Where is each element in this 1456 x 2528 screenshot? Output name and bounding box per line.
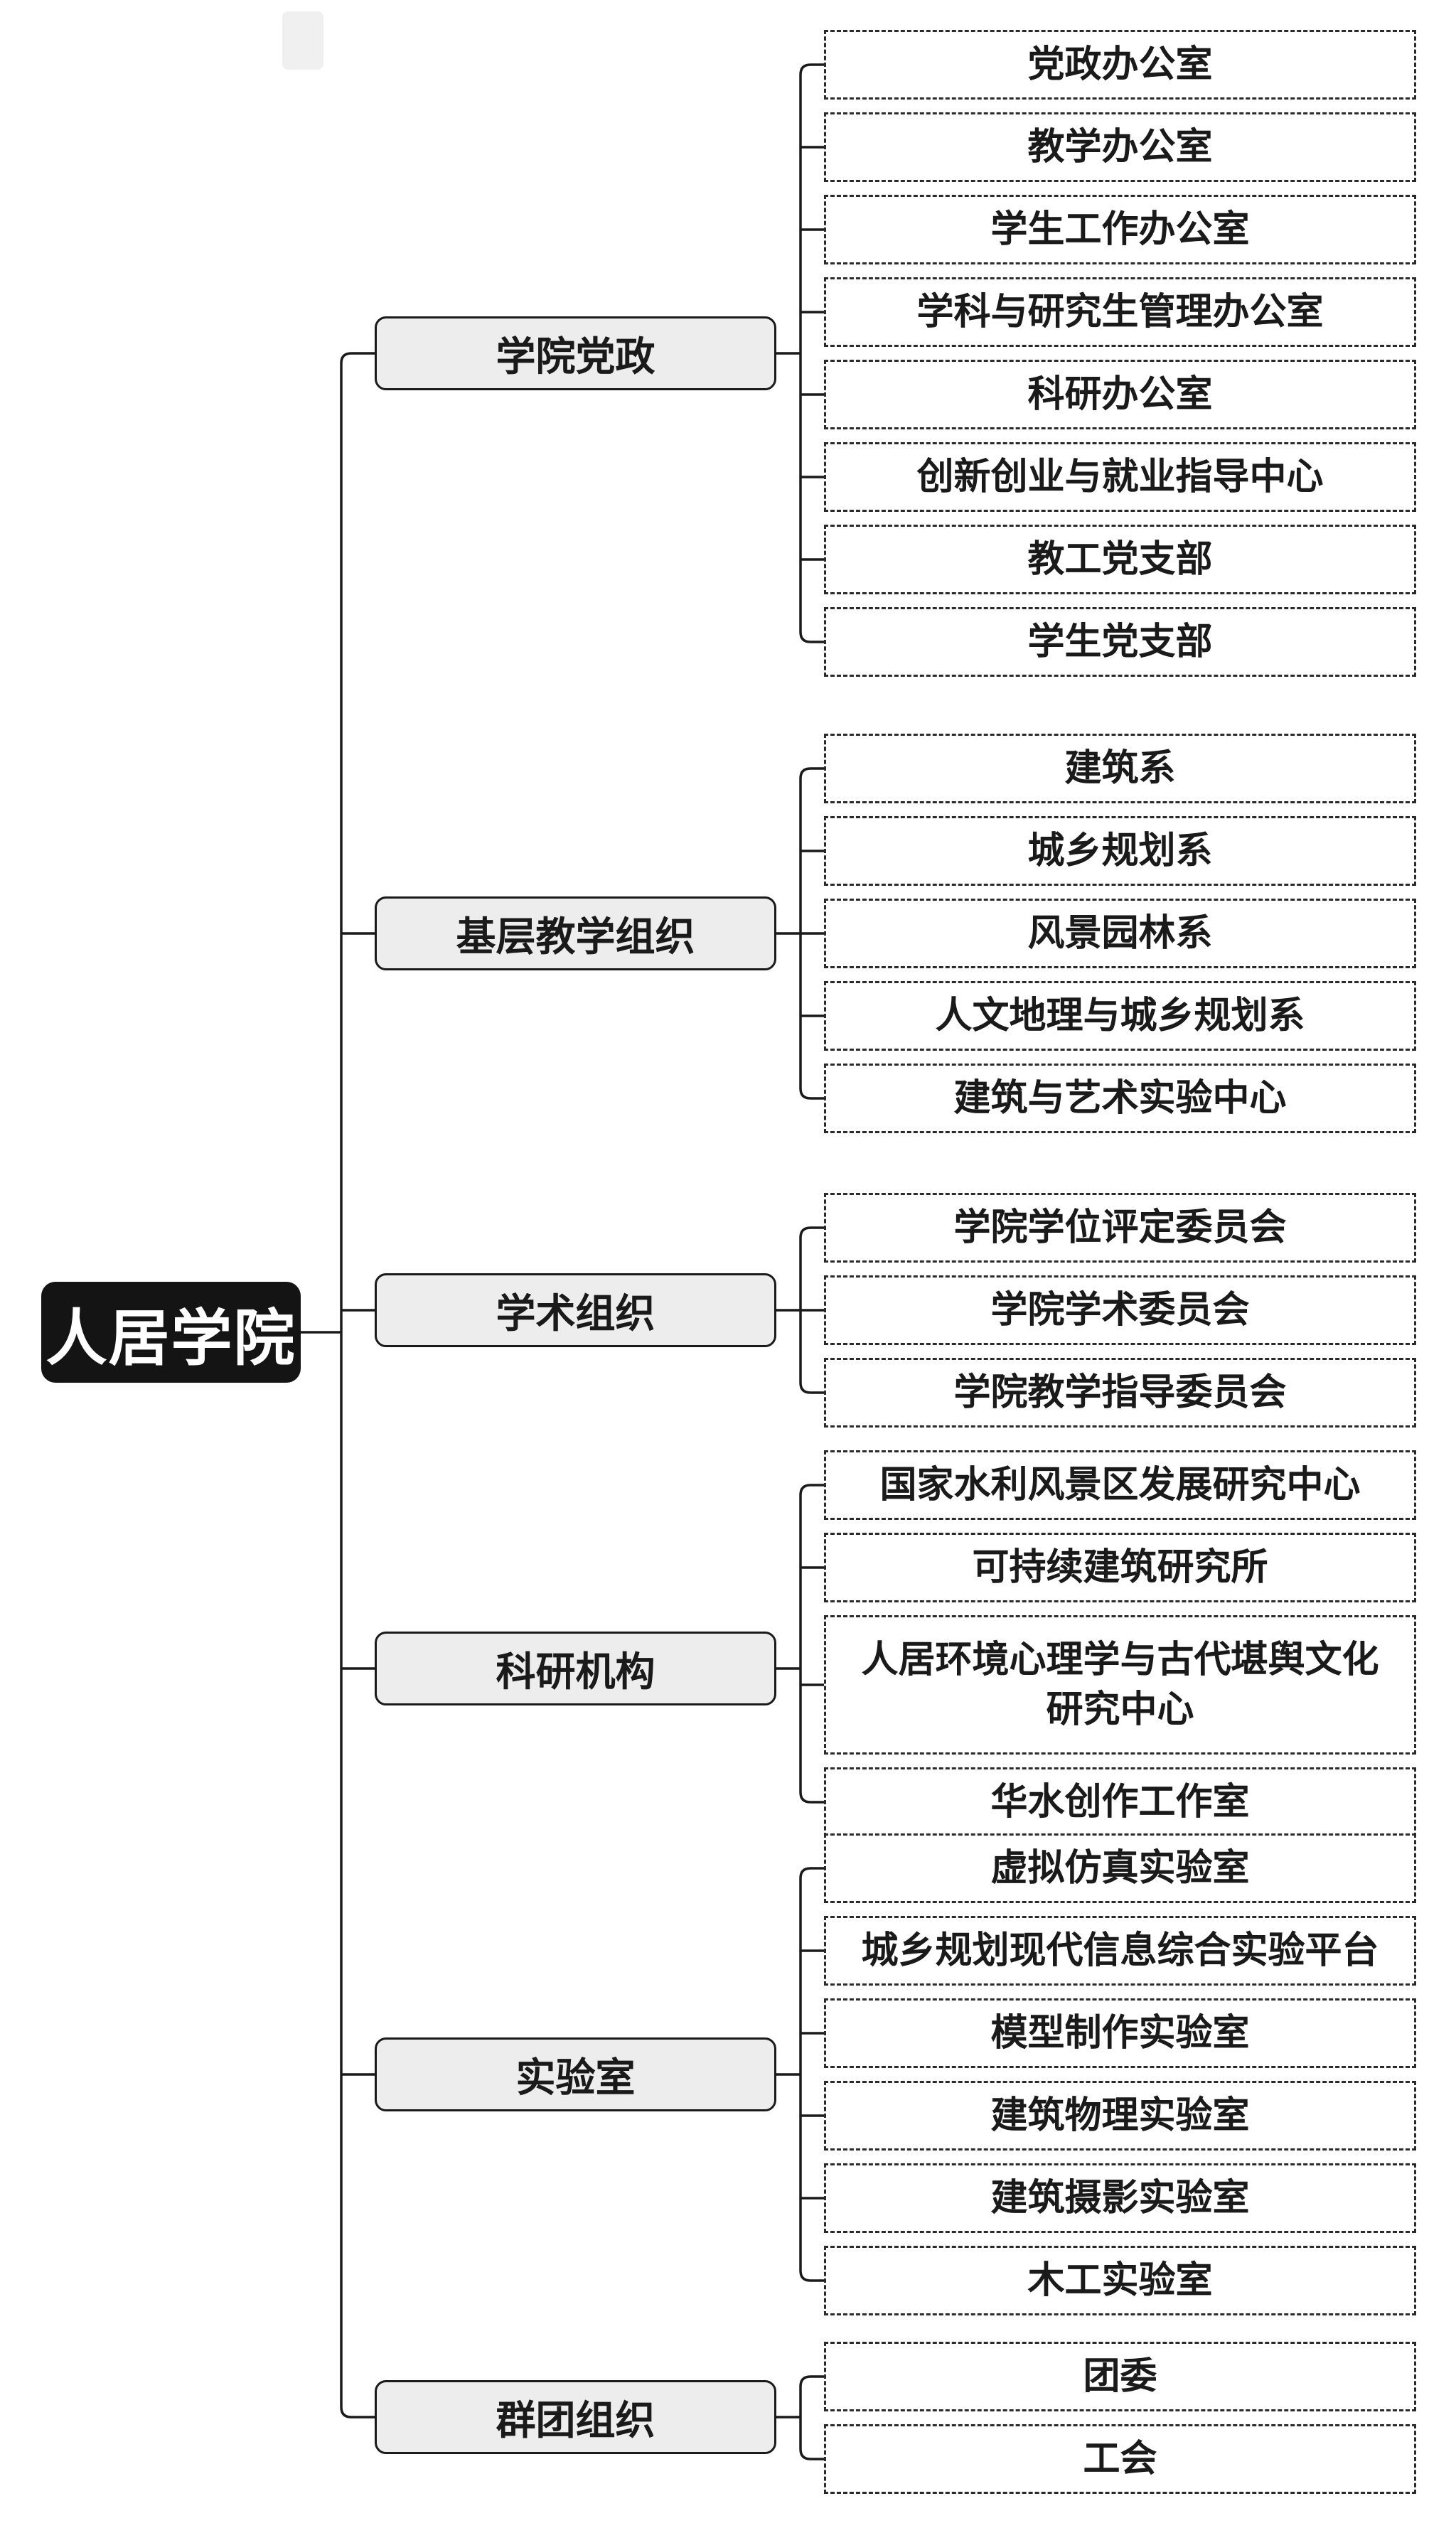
leaf-node-g5-1: 工会	[824, 2424, 1416, 2494]
group-connector	[776, 63, 824, 643]
leaf-node-g5-0: 团委	[824, 2342, 1416, 2411]
leaf-node-g4-2: 模型制作实验室	[824, 1998, 1416, 2068]
leaf-node-g3-3: 华水创作工作室	[824, 1767, 1416, 1837]
spine-connector	[301, 352, 375, 2419]
leaf-node-g1-4: 建筑与艺术实验中心	[824, 1064, 1416, 1133]
category-node-2: 学术组织	[375, 1273, 776, 1347]
leaf-node-g0-6: 教工党支部	[824, 525, 1416, 594]
leaf-node-g0-1: 教学办公室	[824, 112, 1416, 182]
leaf-node-g4-0: 虚拟仿真实验室	[824, 1833, 1416, 1903]
leaf-node-g4-5: 木工实验室	[824, 2246, 1416, 2315]
root-node: 人居学院	[41, 1282, 301, 1383]
group-connector	[776, 767, 824, 1100]
leaf-node-g2-1: 学院学术委员会	[824, 1275, 1416, 1345]
group-connector	[776, 2375, 824, 2460]
leaf-node-g0-2: 学生工作办公室	[824, 195, 1416, 264]
leaf-node-g0-4: 科研办公室	[824, 360, 1416, 429]
group-connector	[776, 1867, 824, 2282]
leaf-node-g1-3: 人文地理与城乡规划系	[824, 981, 1416, 1051]
group-connector	[776, 1484, 824, 1804]
category-node-4: 实验室	[375, 2037, 776, 2111]
leaf-node-g4-3: 建筑物理实验室	[824, 2081, 1416, 2151]
leaf-node-g3-0: 国家水利风景区发展研究中心	[824, 1450, 1416, 1520]
leaf-node-g2-2: 学院教学指导委员会	[824, 1358, 1416, 1428]
leaf-node-g0-5: 创新创业与就业指导中心	[824, 442, 1416, 512]
leaf-node-g0-7: 学生党支部	[824, 607, 1416, 677]
leaf-node-g4-1: 城乡规划现代信息综合实验平台	[824, 1916, 1416, 1986]
leaf-node-g0-0: 党政办公室	[824, 30, 1416, 100]
leaf-node-g2-0: 学院学位评定委员会	[824, 1193, 1416, 1263]
faint-gray-artifact	[282, 11, 323, 70]
leaf-node-g3-2: 人居环境心理学与古代堪舆文化 研究中心	[824, 1615, 1416, 1755]
category-node-3: 科研机构	[375, 1632, 776, 1705]
category-node-5: 群团组织	[375, 2380, 776, 2454]
category-node-0: 学院党政	[375, 316, 776, 390]
category-node-1: 基层教学组织	[375, 896, 776, 970]
group-connector	[776, 1226, 824, 1394]
leaf-node-g0-3: 学科与研究生管理办公室	[824, 277, 1416, 347]
leaf-node-g1-2: 风景园林系	[824, 899, 1416, 968]
leaf-node-g3-1: 可持续建筑研究所	[824, 1533, 1416, 1602]
leaf-node-g1-0: 建筑系	[824, 734, 1416, 803]
leaf-node-g4-4: 建筑摄影实验室	[824, 2163, 1416, 2233]
leaf-node-g1-1: 城乡规划系	[824, 816, 1416, 886]
